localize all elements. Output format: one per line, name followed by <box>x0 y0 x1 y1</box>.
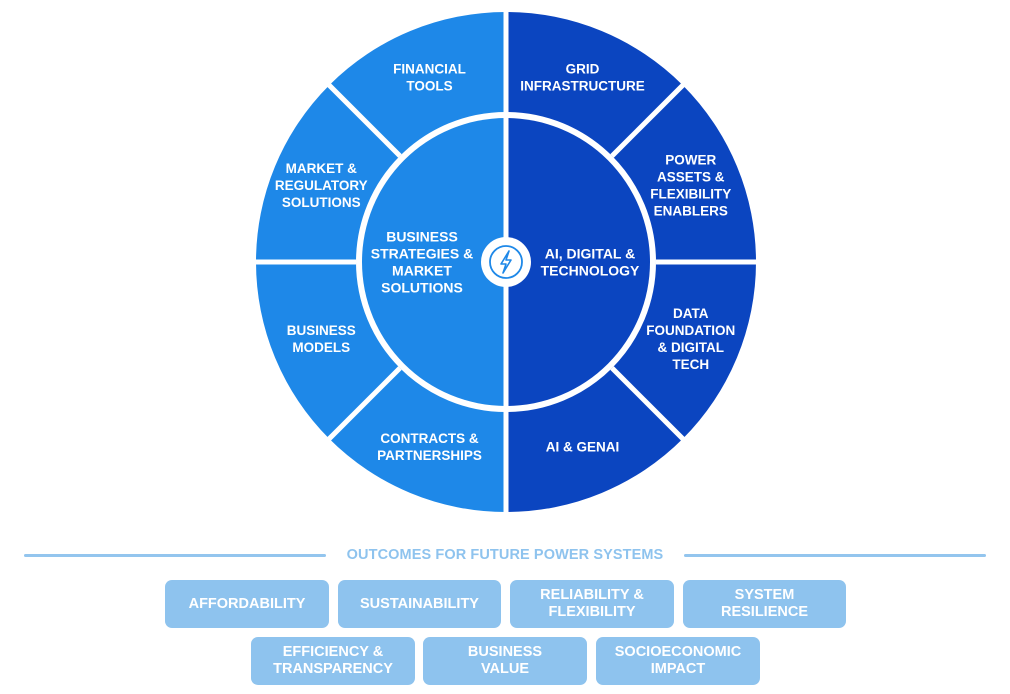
inner-half-business <box>362 118 506 406</box>
outcomes-title: OUTCOMES FOR FUTURE POWER SYSTEMS <box>346 547 664 563</box>
segment-label-ai-genai: AI & GENAI <box>546 440 620 455</box>
outcome-system-resilience: SYSTEM RESILIENCE <box>683 580 846 628</box>
outcomes-header: OUTCOMES FOR FUTURE POWER SYSTEMS <box>24 544 986 566</box>
inner-half-technology <box>506 118 650 406</box>
outcome-affordability: AFFORDABILITY <box>165 580 329 628</box>
segment-data-foundation <box>612 262 756 439</box>
segment-grid-infrastructure <box>506 12 683 156</box>
segment-label-contracts-partnerships: CONTRACTS &PARTNERSHIPS <box>377 431 482 463</box>
segment-financial-tools <box>329 12 506 156</box>
segment-divider <box>610 82 686 158</box>
segment-divider <box>326 366 402 442</box>
segment-ai-genai <box>506 368 683 512</box>
outcome-business-value: BUSINESS VALUE <box>423 637 587 685</box>
outcomes-divider-right <box>684 554 986 557</box>
inner-label-technology: AI, DIGITAL &TECHNOLOGY <box>541 245 640 278</box>
outcome-sustainability: SUSTAINABILITY <box>338 580 501 628</box>
outcome-efficiency-transparency: EFFICIENCY & TRANSPARENCY <box>251 637 415 685</box>
segment-business-models <box>256 262 400 439</box>
outcome-reliability-flexibility: RELIABILITY & FLEXIBILITY <box>510 580 674 628</box>
segment-divider <box>326 82 402 158</box>
segment-market-regulatory <box>256 85 400 263</box>
lightning-bolt-icon <box>481 237 531 287</box>
outcome-socioeconomic-impact: SOCIOECONOMIC IMPACT <box>596 637 760 685</box>
segment-power-assets <box>612 85 756 263</box>
segment-contracts-partnerships <box>329 368 506 512</box>
segment-divider <box>610 366 686 442</box>
outcomes-divider-left <box>24 554 326 557</box>
